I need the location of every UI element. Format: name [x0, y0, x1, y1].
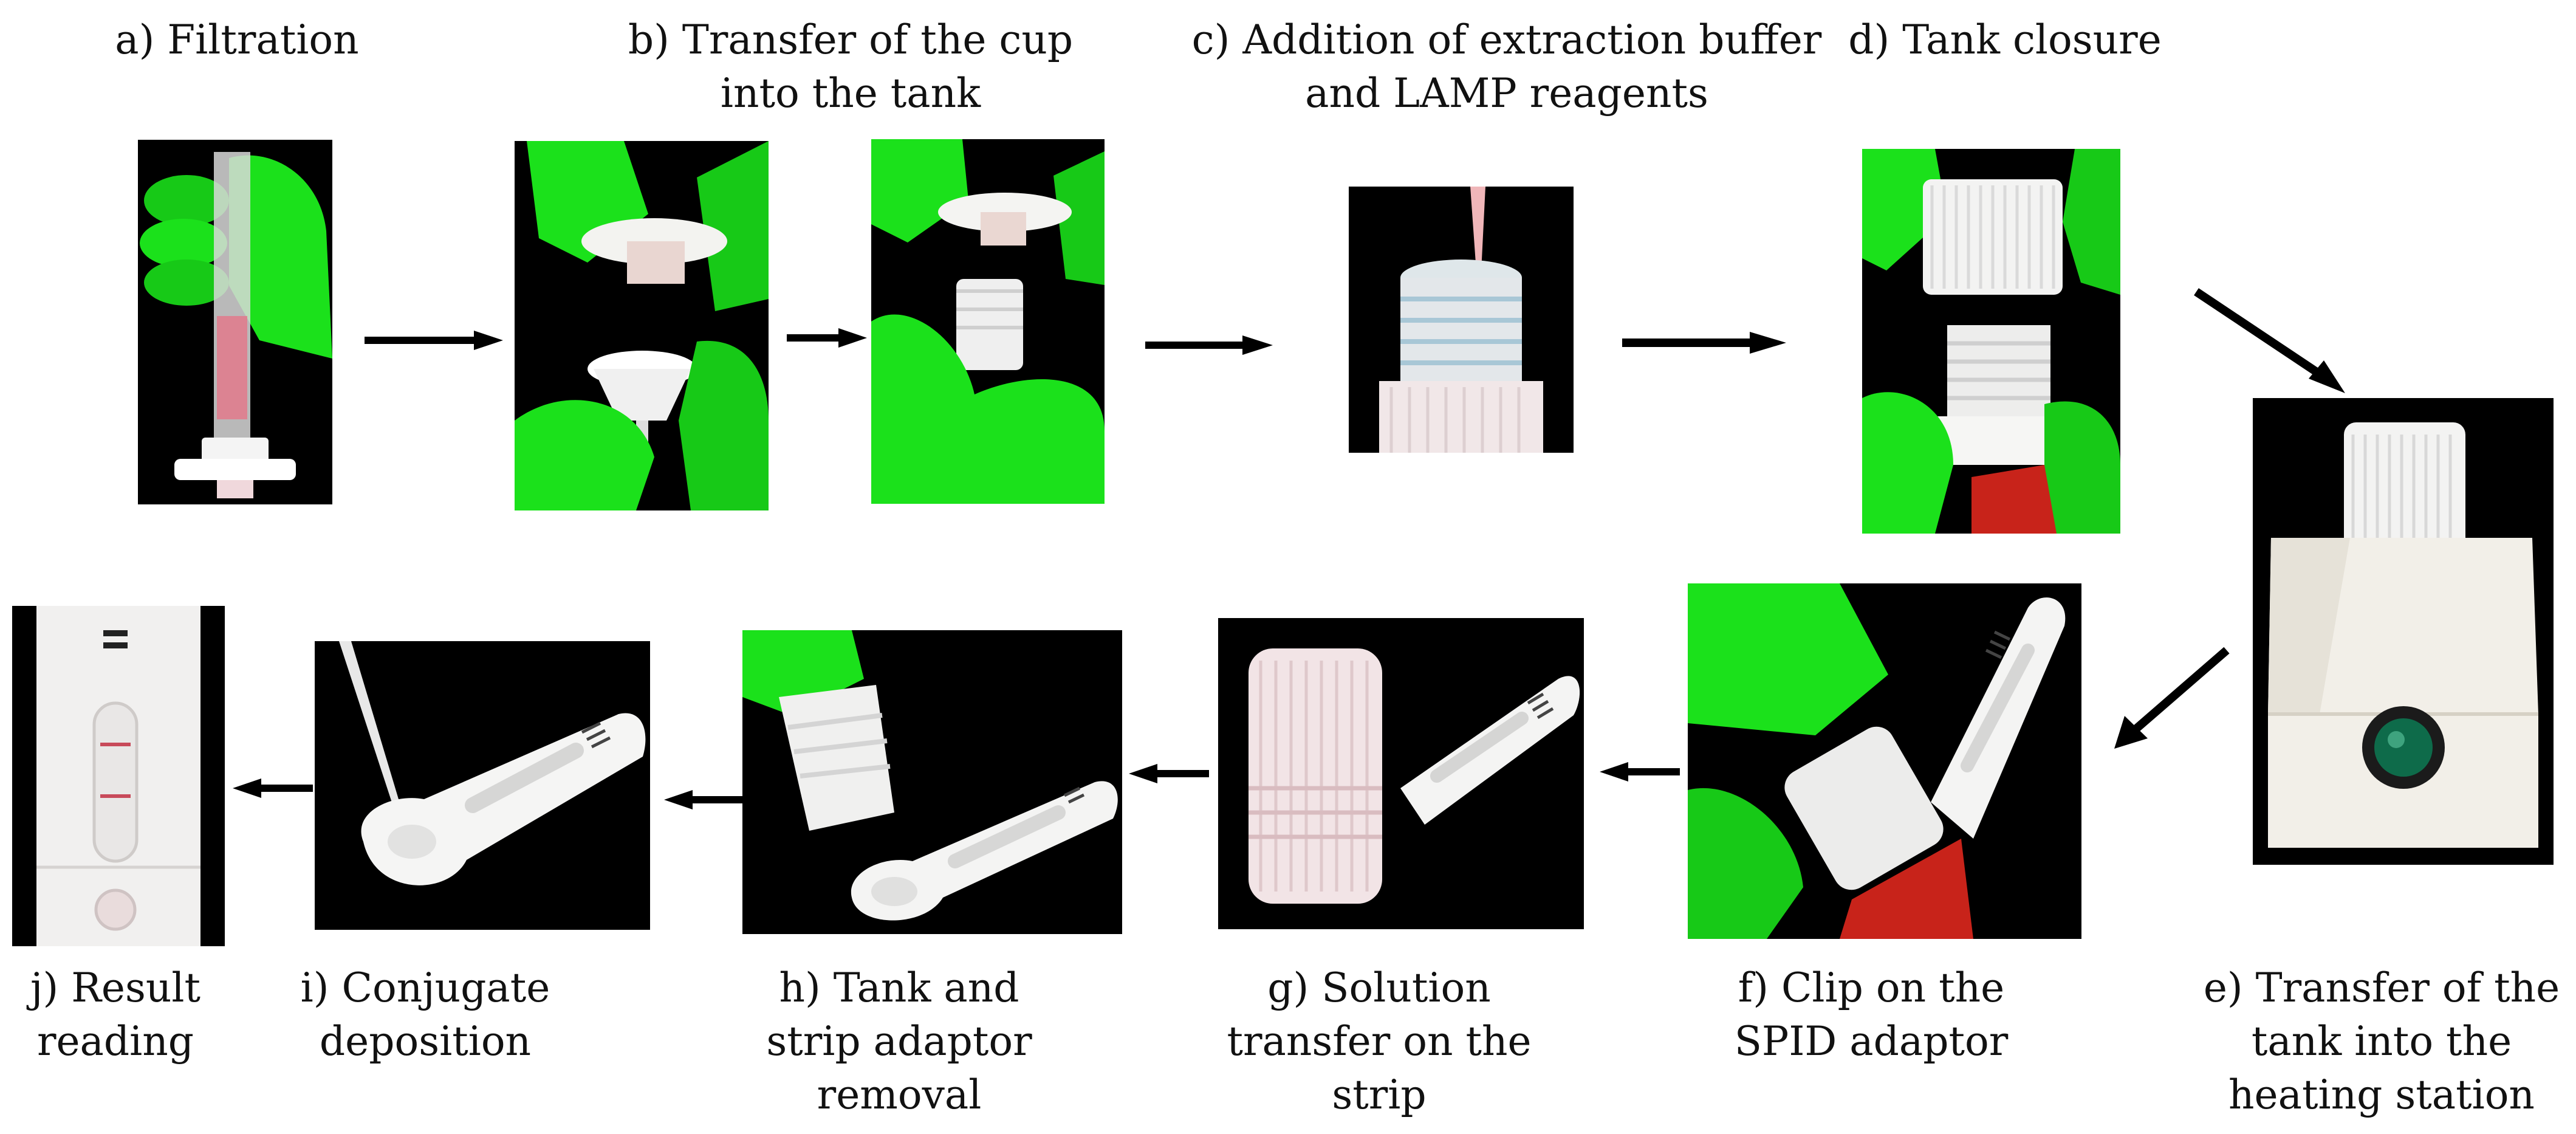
arrow-h-to-i	[664, 790, 744, 809]
arrow-f-to-g	[1600, 762, 1680, 782]
step-g-label: g) Solution transfer on the strip	[1227, 964, 1532, 1118]
arrow-d-to-e	[2194, 288, 2345, 393]
photo-clip-spid-adaptor	[1688, 583, 2081, 939]
step-j-label: j) Result reading	[30, 964, 200, 1065]
photo-result-reading	[12, 606, 225, 946]
photo-tank-adaptor-removal	[742, 630, 1122, 934]
photo-conjugate-deposition	[315, 641, 650, 930]
arrow-i-to-j	[233, 778, 313, 798]
photo-extraction-buffer	[1349, 187, 1574, 453]
arrow-g-to-h	[1129, 764, 1209, 783]
step-d-label: d) Tank closure	[1848, 16, 2162, 63]
step-e-label: e) Transfer of the tank into the heating…	[2203, 964, 2560, 1118]
step-i-label: i) Conjugate deposition	[300, 964, 550, 1065]
photo-heating-station	[2253, 398, 2554, 865]
step-h-label: h) Tank and strip adaptor removal	[766, 964, 1032, 1118]
arrow-b1-to-b2	[787, 328, 867, 348]
photo-solution-transfer	[1218, 618, 1584, 929]
arrow-b-to-c	[1145, 335, 1273, 355]
photo-tank-closure	[1862, 149, 2120, 534]
step-c-label: c) Addition of extraction buffer and LAM…	[1191, 16, 1822, 117]
step-f-label: f) Clip on the SPID adaptor	[1734, 964, 2009, 1065]
photo-transfer-cup-2	[871, 139, 1105, 504]
step-b-label: b) Transfer of the cup into the tank	[628, 16, 1074, 117]
photo-filtration	[138, 140, 332, 504]
step-a-label: a) Filtration	[115, 16, 359, 63]
arrow-c-to-d	[1622, 332, 1786, 354]
photo-transfer-cup-1	[515, 141, 769, 510]
arrow-a-to-b	[365, 331, 503, 350]
arrow-e-to-f	[2114, 647, 2230, 749]
